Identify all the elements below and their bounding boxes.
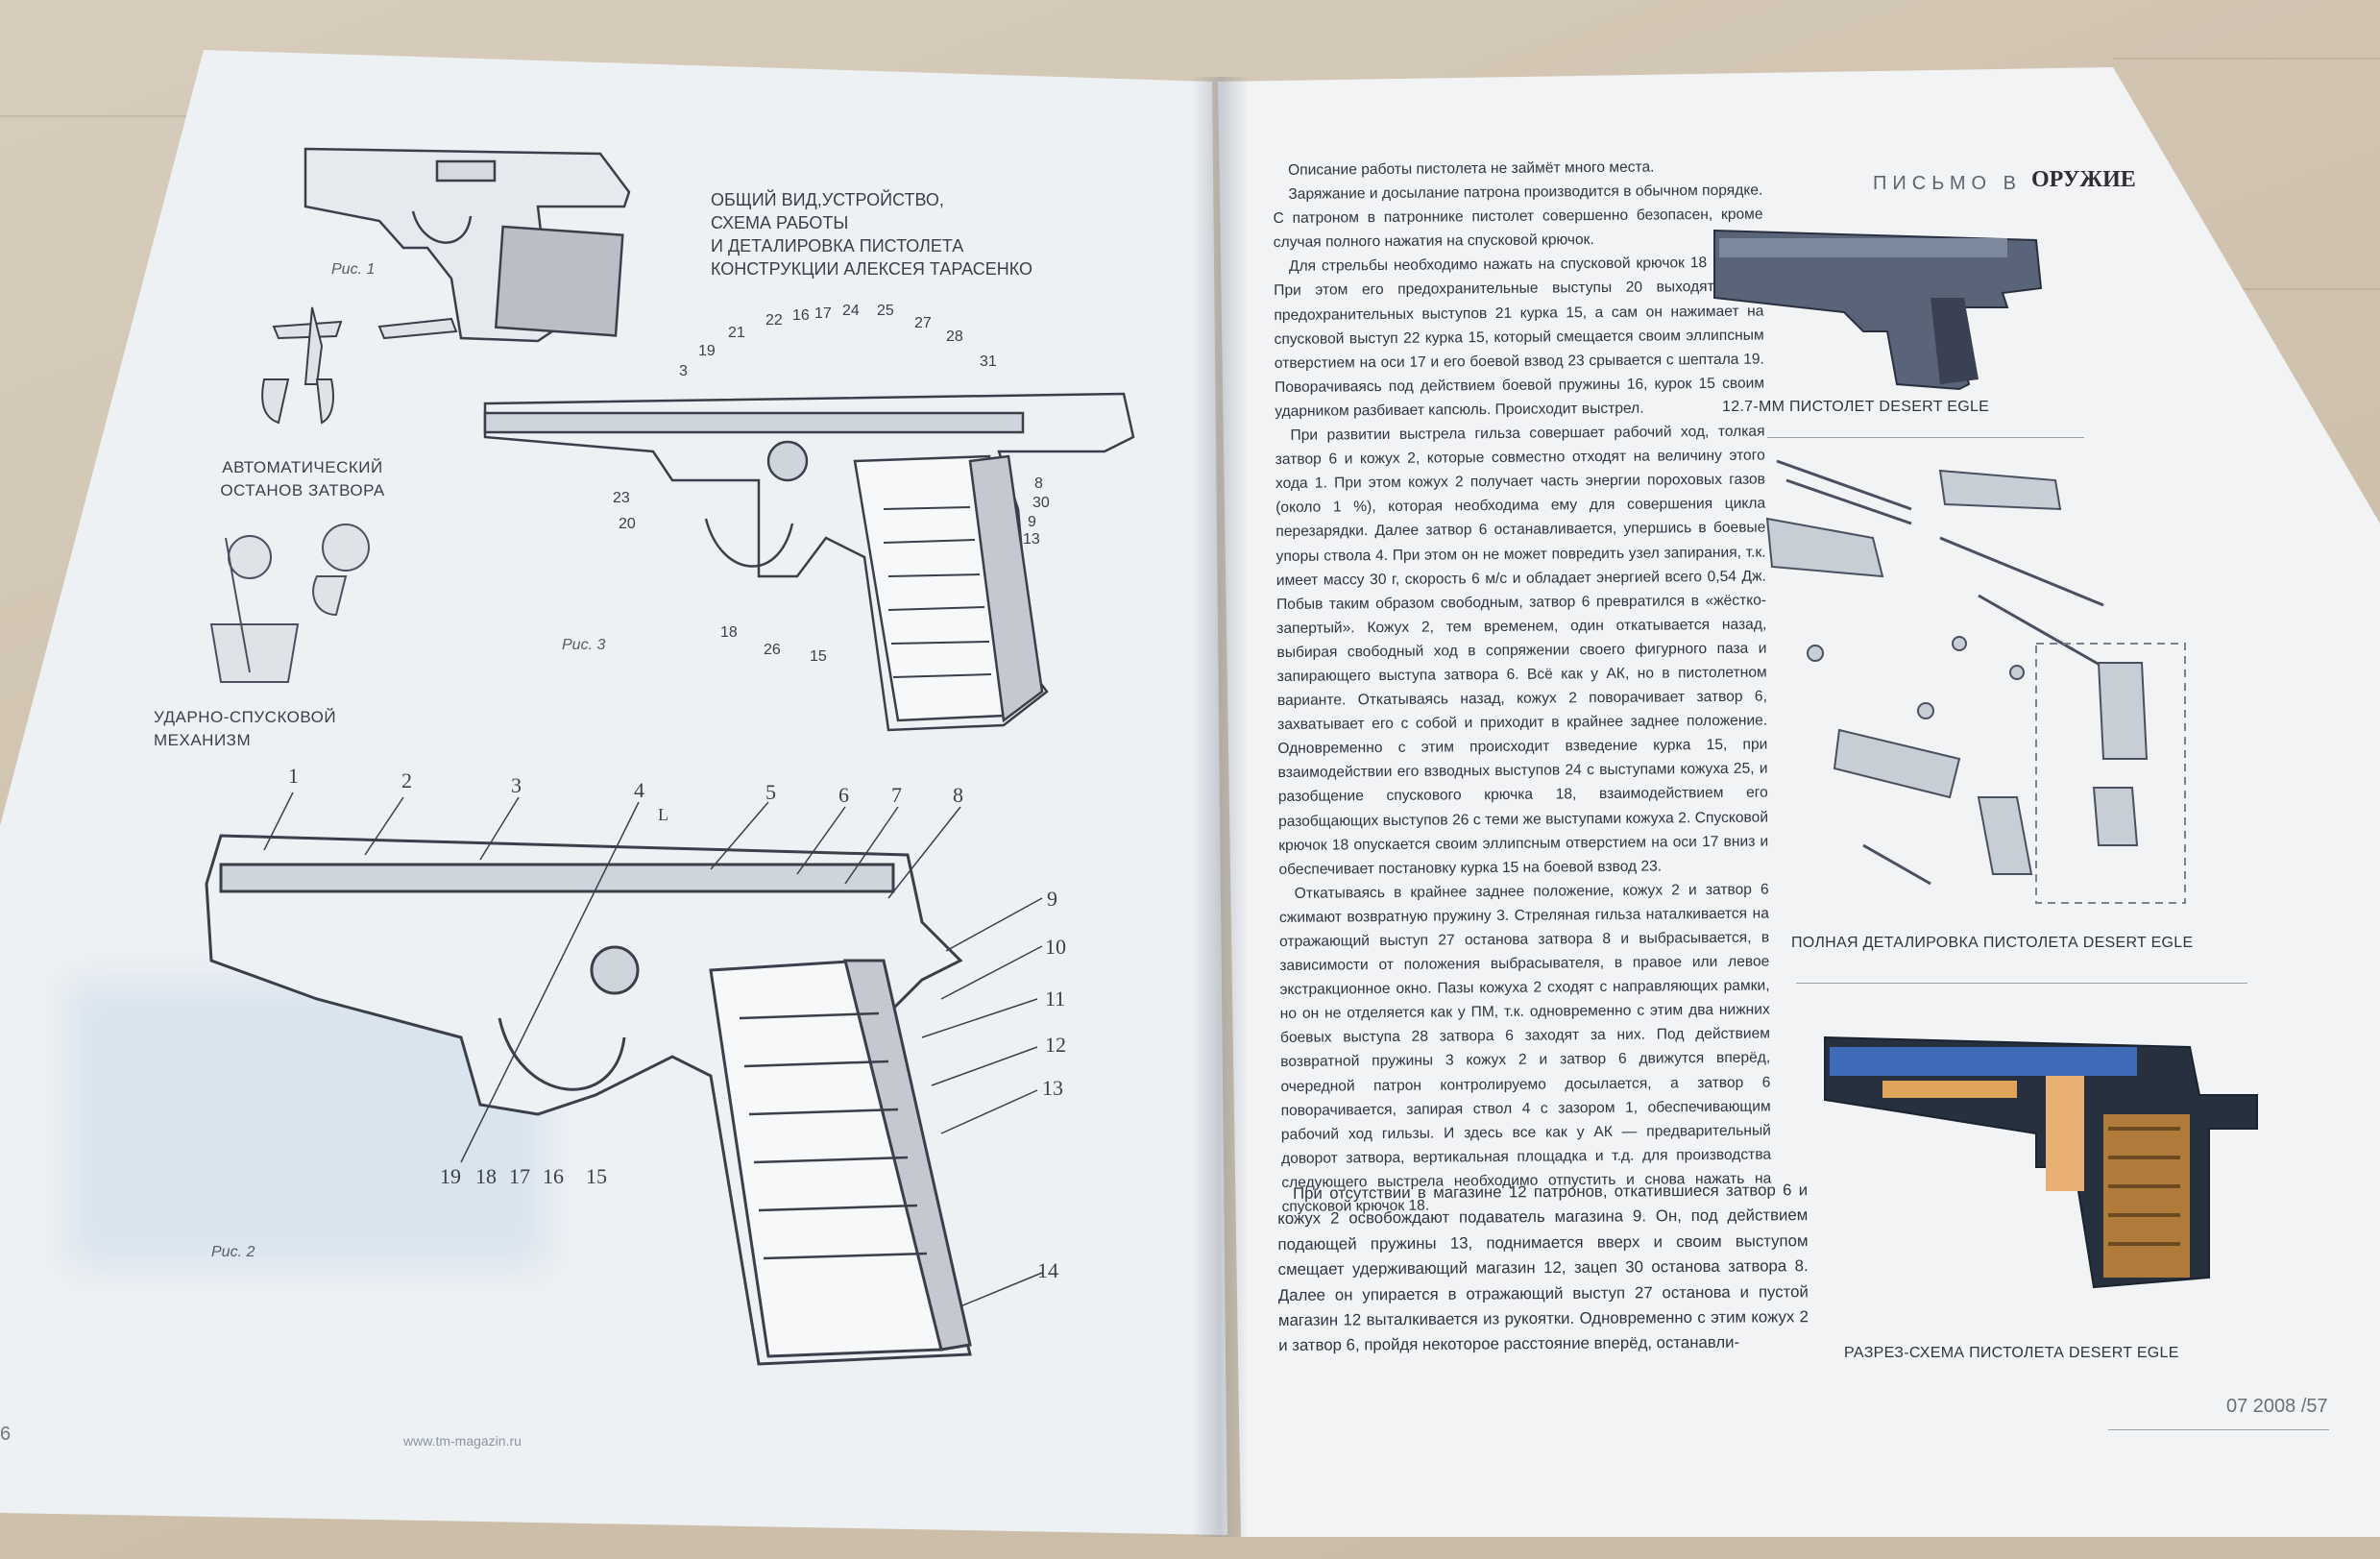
fig2-callout: L	[658, 805, 668, 824]
cutaway-photo	[1824, 1035, 2258, 1289]
fig3-callout: 16	[792, 307, 810, 324]
fig3-callout: 8	[1034, 475, 1043, 492]
wood-grain	[2113, 58, 2380, 60]
fig2-callout: 10	[1045, 935, 1066, 959]
fig2-callout: 15	[586, 1164, 607, 1188]
divider	[1796, 983, 2247, 984]
wood-grain	[0, 115, 211, 117]
caption-detail: ПОЛНАЯ ДЕТАЛИРОВКА ПИСТОЛЕТА DESERT EGLE	[1791, 935, 2194, 951]
fig2-callout: 16	[543, 1164, 564, 1188]
fig3-callout: 30	[1032, 495, 1050, 511]
fig3-callout: 17	[814, 305, 832, 322]
caption-trigger-mechanism: УДАРНО-СПУСКОВОЙ МЕХАНИЗМ	[154, 706, 375, 752]
fig1-label: Рис. 1	[331, 261, 376, 278]
caption-line: ОСТАНОВ ЗАТВОРА	[220, 481, 385, 499]
title-line: И ДЕТАЛИРОВКА ПИСТОЛЕТА	[711, 236, 964, 256]
fig2-callout: 6	[838, 783, 849, 807]
fig3-callout: 28	[946, 329, 963, 345]
caption-auto-stop: АВТОМАТИЧЕСКИЙ ОСТАНОВ ЗАТВОРА	[206, 456, 399, 502]
right-footer-issue: 07 2008 /57	[2226, 1396, 2328, 1417]
caption-line: МЕХАНИЗМ	[154, 731, 252, 749]
fig2-callout: 2	[401, 768, 412, 792]
left-title: ОБЩИЙ ВИД,УСТРОЙСТВО, СХЕМА РАБОТЫ И ДЕТ…	[711, 188, 1056, 280]
fig2-callout: 5	[765, 780, 776, 804]
fig2-label: Рис. 2	[211, 1244, 255, 1260]
divider	[1767, 437, 2084, 438]
fig3-label: Рис. 3	[562, 637, 606, 653]
fig3-callout: 24	[842, 303, 860, 319]
fig3-callout: 9	[1028, 514, 1036, 530]
book-gutter	[1191, 77, 1249, 1537]
fig3-callout: 3	[679, 363, 688, 379]
fig3-callout: 26	[764, 642, 781, 658]
caption-line: АВТОМАТИЧЕСКИЙ	[222, 458, 383, 476]
left-page-number: 6	[0, 1424, 12, 1445]
fig2-callout: 14	[1037, 1258, 1058, 1282]
fig1-pistol	[304, 147, 631, 343]
left-footer-url: www.tm-magazin.ru	[403, 1433, 522, 1449]
wood-grain	[2161, 288, 2380, 290]
fig2-callout: 1	[288, 764, 299, 788]
fig2-callout: 18	[475, 1164, 497, 1188]
fig3-callout: 31	[980, 353, 997, 370]
fig3-callout: 25	[877, 303, 894, 319]
title-line: КОНСТРУКЦИИ АЛЕКСЕЯ ТАРАСЕНКО	[711, 259, 1033, 279]
fig3-cross-section	[483, 392, 1135, 732]
fig2-callout: 17	[509, 1164, 530, 1188]
fig3-callout: 20	[619, 516, 636, 532]
exploded-parts	[1765, 459, 2186, 904]
fig2-callout: 19	[440, 1164, 461, 1188]
header-logo: ОРУЖИЕ	[2031, 167, 2136, 192]
fig2-callout: 8	[953, 783, 963, 807]
fig2-callout: 3	[511, 773, 522, 797]
fig3-callout: 21	[728, 325, 745, 341]
fig2-callout: 9	[1047, 887, 1057, 911]
fig3-callout: 23	[613, 490, 630, 506]
divider	[2108, 1429, 2329, 1430]
fig3-callout: 13	[1023, 531, 1040, 548]
caption-line: УДАРНО-СПУСКОВОЙ	[154, 708, 337, 726]
caption-cutaway: РАЗРЕЗ-СХЕМА ПИСТОЛЕТА DESERT EGLE	[1844, 1345, 2179, 1361]
fig2-callout: 13	[1042, 1076, 1063, 1100]
fig2-callout: 4	[634, 778, 644, 802]
fig3-callout: 15	[810, 648, 827, 665]
fig2-callout: 11	[1045, 987, 1066, 1011]
fig2-cross-section	[205, 792, 1043, 1366]
caption-desert-eagle: 12.7-ММ ПИСТОЛЕТ DESERT EGLE	[1722, 399, 1990, 415]
fig3-callout: 22	[765, 312, 783, 329]
title-line: ОБЩИЙ ВИД,УСТРОЙСТВО,	[711, 190, 944, 209]
trigger-parts	[209, 524, 370, 683]
fig3-callout: 18	[720, 624, 738, 641]
desert-eagle-photo	[1713, 229, 2043, 391]
fig2-callout: 12	[1045, 1033, 1066, 1057]
fig2-callout: 7	[891, 783, 902, 807]
section-header: ПИСЬМО В	[1873, 173, 2022, 194]
stop-parts	[261, 306, 458, 425]
fig3-callout: 27	[914, 315, 932, 331]
fig3-callout: 19	[698, 343, 716, 359]
title-line: СХЕМА РАБОТЫ	[711, 213, 849, 232]
